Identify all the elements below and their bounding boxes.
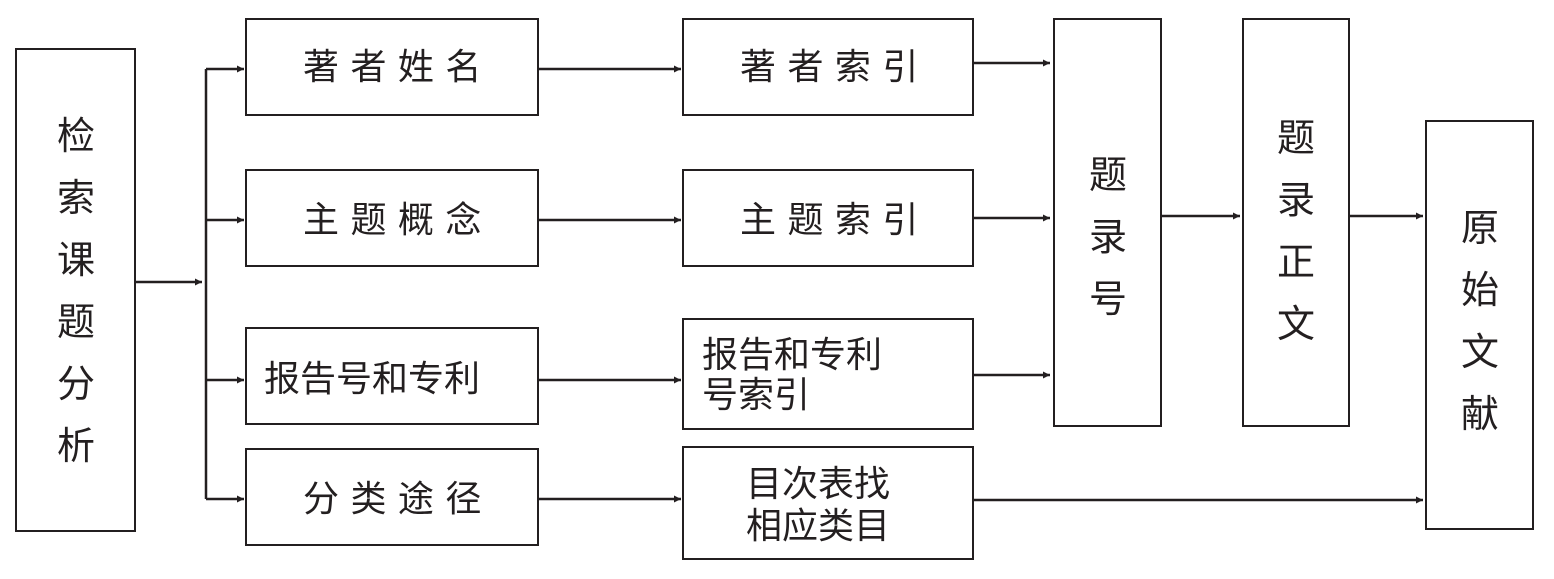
node-original-document-label: 原 始 文 献 [1460,206,1499,436]
node-author-name-label: 著 者 姓 名 [303,47,482,88]
node-subject-concept: 主 题 概 念 [245,169,539,267]
node-report-patent-index: 报告和专利 号索引 [682,318,974,430]
node-subject-concept-label: 主 题 概 念 [303,200,482,241]
node-report-patent-number: 报告号和专利 [245,327,539,425]
node-category-lookup: 目次表找 相应类目 [682,446,974,560]
node-original-document: 原 始 文 献 [1425,120,1534,530]
node-record-number: 题 录 号 [1053,18,1162,427]
node-report-patent-number-label: 报告号和专利 [264,359,481,400]
node-category-lookup-label: 目次表找 相应类目 [746,464,891,547]
node-classification-path: 分 类 途 径 [245,448,539,546]
node-subject-index-label: 主 题 索 引 [740,200,919,241]
node-record-text: 题 录 正 文 [1242,18,1350,427]
node-record-text-label: 题 录 正 文 [1276,116,1315,346]
node-report-patent-index-label: 报告和专利 号索引 [702,335,883,416]
node-subject-index: 主 题 索 引 [682,169,974,267]
node-record-number-label: 题 录 号 [1088,153,1127,321]
node-topic-analysis-label: 检 索 课 题 分 析 [56,114,95,468]
node-author-index-label: 著 者 索 引 [740,47,919,88]
node-classification-path-label: 分 类 途 径 [303,479,482,520]
node-author-index: 著 者 索 引 [682,18,974,116]
node-author-name: 著 者 姓 名 [245,18,539,116]
node-topic-analysis: 检 索 课 题 分 析 [15,48,136,532]
